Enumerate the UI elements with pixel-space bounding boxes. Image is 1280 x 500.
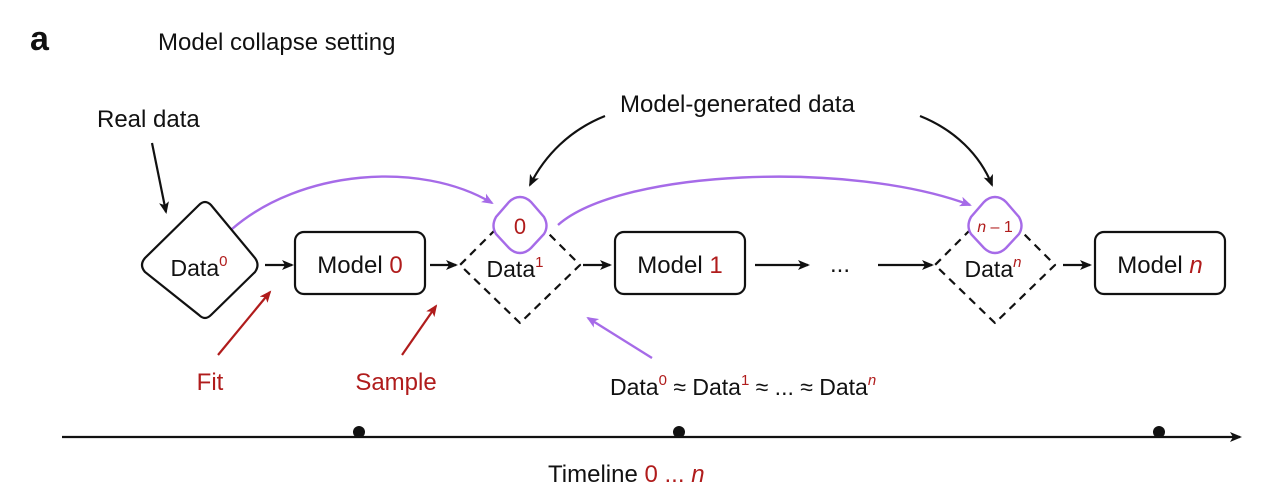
eq-data-c: Data [819, 374, 868, 400]
eq-sup-b: 1 [741, 372, 749, 389]
node-datan-sup: n [1013, 254, 1021, 271]
svg-text:Model 1: Model 1 [637, 252, 722, 279]
model-generated-label: Model-generated data [620, 91, 855, 118]
real-data-arrow [150, 142, 169, 214]
timeline-range-start: 0 [644, 461, 657, 488]
node-model0: Model 0 [293, 230, 427, 296]
node-modeln: Model n [1093, 230, 1227, 296]
timeline-range-mid: ... [658, 461, 691, 488]
fit-arrow [217, 290, 272, 356]
svg-text:Data1: Data1 [487, 254, 544, 282]
node-modeln-idx: n [1189, 252, 1202, 279]
node-model0-idx: 0 [389, 252, 402, 279]
panel-label: a [30, 20, 50, 58]
eq-approx-a: ≈ [667, 374, 692, 400]
node-model1: Model 1 [613, 230, 747, 296]
eq-approx-b: ≈ ... ≈ [749, 374, 819, 400]
node-data1: Data1 [458, 203, 582, 325]
node-data1-base: Data [487, 256, 536, 282]
purple-arrow-data1-to-datan [557, 175, 972, 226]
equation: Data0 ≈ Data1 ≈ ... ≈ Datan [610, 372, 876, 400]
model-generated-arrow-right [919, 114, 994, 187]
timeline-dot-2 [673, 426, 685, 438]
node-datan-base: Data [965, 256, 1014, 282]
svg-text:Model n: Model n [1117, 252, 1202, 279]
model-generated-arrow-left [529, 114, 606, 187]
diagram-title: Model collapse setting [158, 29, 395, 56]
eq-sup-a: 0 [659, 372, 667, 389]
node-data1-sup: 1 [535, 254, 543, 271]
node-modeln-base: Model [1117, 252, 1182, 279]
eq-data-a: Data [610, 374, 659, 400]
small-diamond-last-minus: – 1 [986, 219, 1013, 236]
timeline-dot-3 [1153, 426, 1165, 438]
eq-sup-c: n [868, 372, 876, 389]
node-data0-base: Data [171, 255, 220, 281]
timeline-label: Timeline 0 ... n [548, 461, 705, 488]
node-model1-base: Model [637, 252, 702, 279]
svg-text:Datan: Datan [965, 254, 1022, 282]
svg-text:n – 1: n – 1 [977, 219, 1013, 236]
timeline-label-text: Timeline [548, 461, 638, 488]
small-diamond-last-n: n [977, 219, 986, 236]
fit-label: Fit [197, 369, 224, 396]
ellipsis: ... [830, 251, 850, 278]
timeline-range-end: n [691, 461, 704, 488]
sample-arrow [401, 304, 438, 356]
purple-arrow-equation [586, 316, 653, 360]
node-model1-idx: 1 [709, 252, 722, 279]
sample-label: Sample [355, 369, 436, 396]
node-model0-base: Model [317, 252, 382, 279]
small-diamond-first-label: 0 [514, 214, 526, 239]
node-data0-sup: 0 [219, 253, 227, 270]
small-diamond-first: 0 [492, 195, 548, 255]
timeline-dot-1 [353, 426, 365, 438]
svg-text:Data0: Data0 [171, 253, 228, 281]
eq-data-b: Data [692, 374, 741, 400]
purple-arrow-data0-to-data1 [231, 175, 494, 230]
real-data-label: Real data [97, 106, 200, 133]
node-datan: Datan [933, 203, 1057, 325]
node-data0: Data0 [140, 200, 259, 320]
svg-text:Model 0: Model 0 [317, 252, 402, 279]
small-diamond-last: n – 1 [967, 195, 1023, 255]
